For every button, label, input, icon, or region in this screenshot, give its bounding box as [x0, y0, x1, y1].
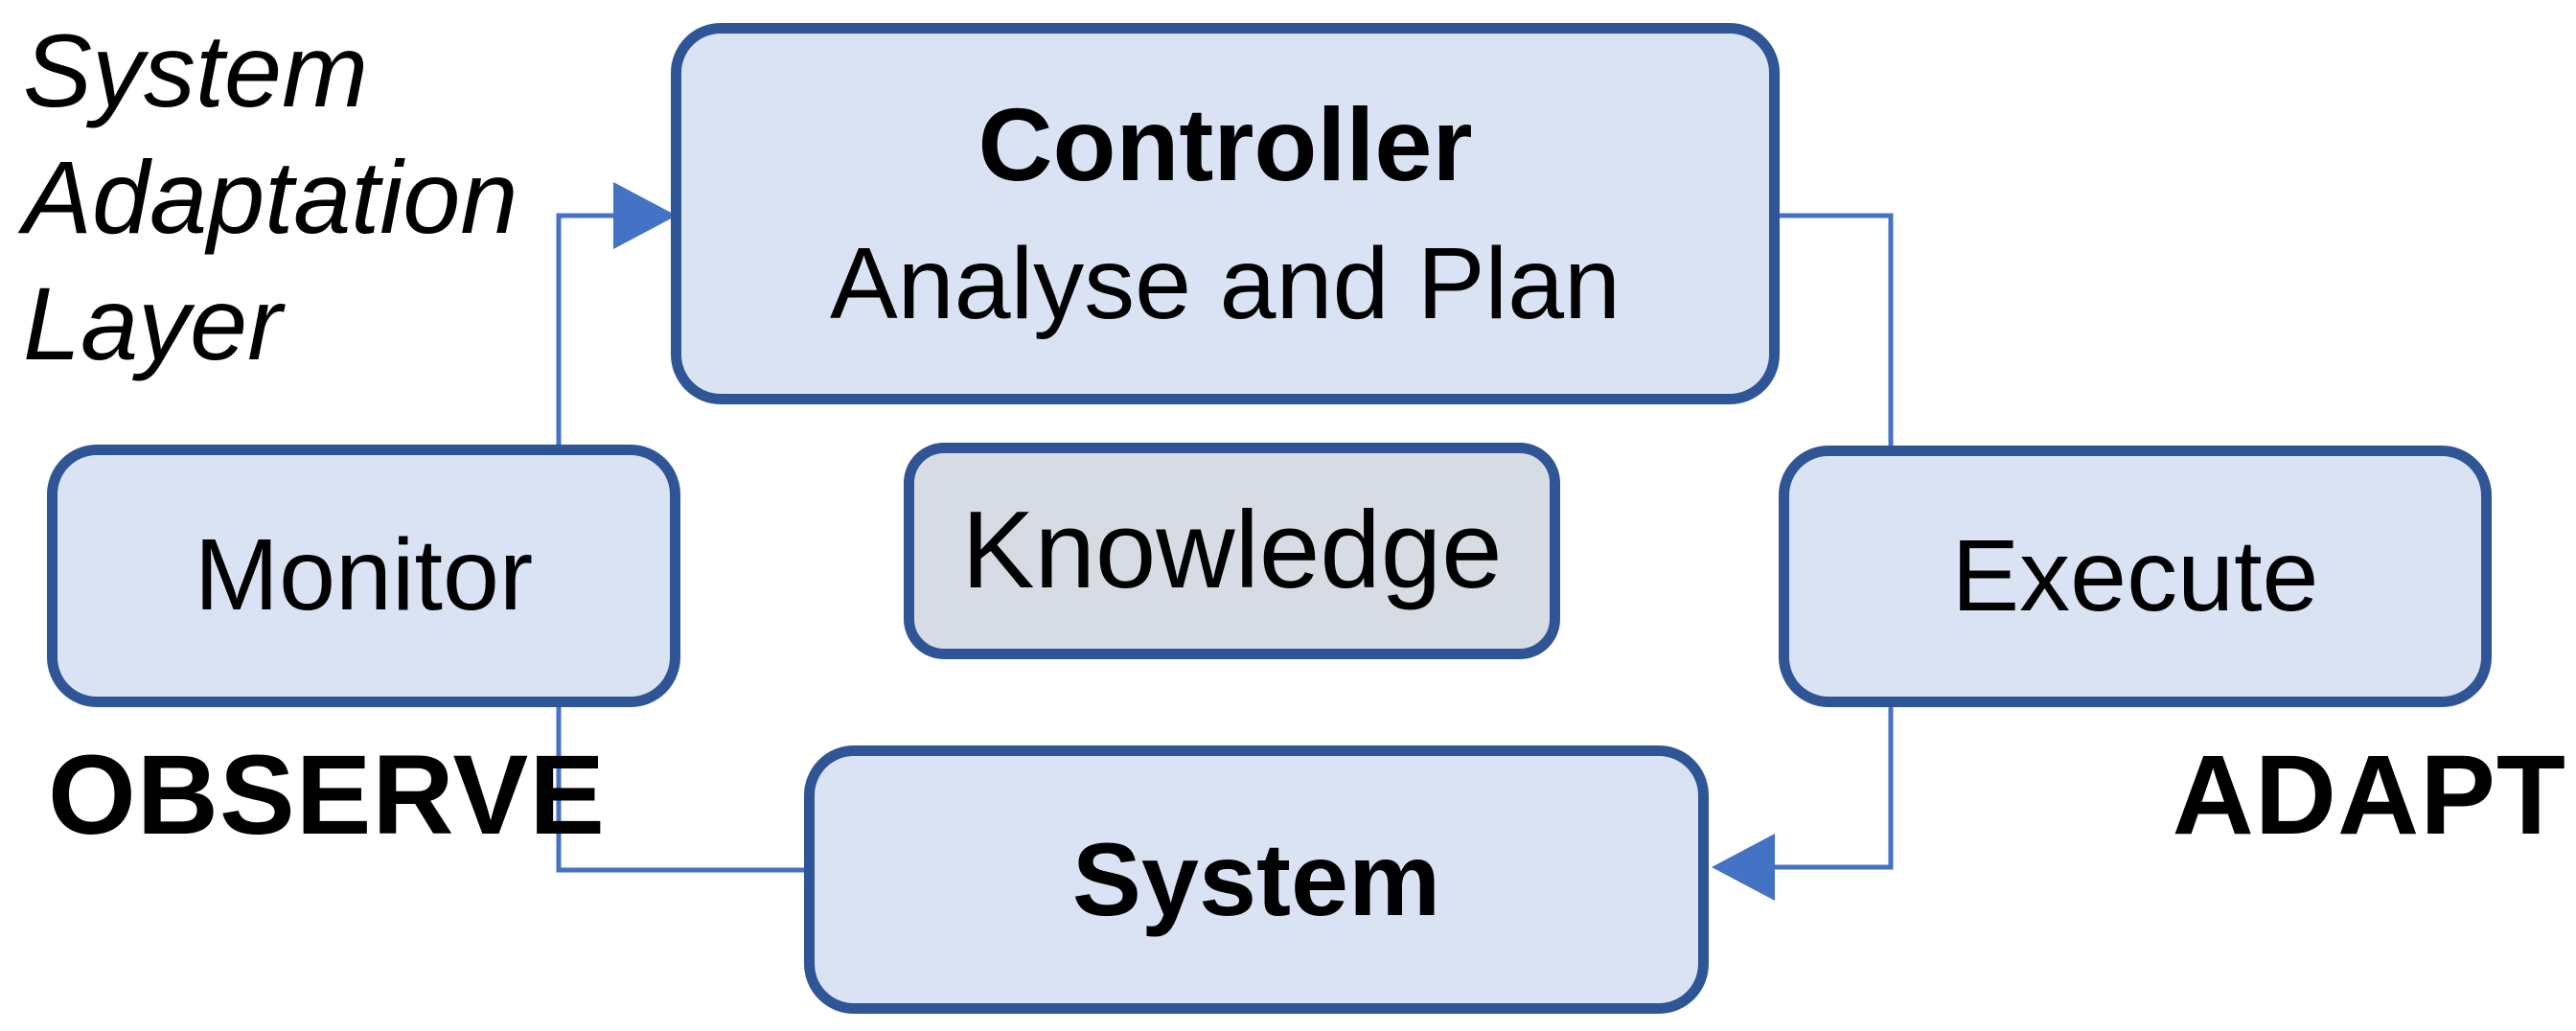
controller-subtitle: Analyse and Plan	[829, 227, 1622, 341]
execute-label: Execute	[1951, 518, 2319, 632]
controller-node: Controller Analyse and Plan	[671, 23, 1780, 404]
arrowhead-into-system	[1712, 834, 1775, 901]
monitor-label: Monitor	[194, 518, 534, 632]
system-label: System	[1071, 821, 1441, 938]
monitor-node: Monitor	[47, 445, 680, 707]
knowledge-label: Knowledge	[961, 490, 1503, 612]
adapt-label: ADAPT	[2172, 732, 2566, 859]
knowledge-node: Knowledge	[904, 443, 1560, 659]
observe-label: OBSERVE	[48, 732, 606, 859]
execute-node: Execute	[1779, 446, 2492, 707]
arrowhead-into-controller	[613, 182, 677, 249]
system-node: System	[804, 745, 1709, 1014]
controller-title: Controller	[978, 85, 1473, 202]
system-adaptation-layer-label: System Adaptation Layer	[23, 12, 518, 381]
